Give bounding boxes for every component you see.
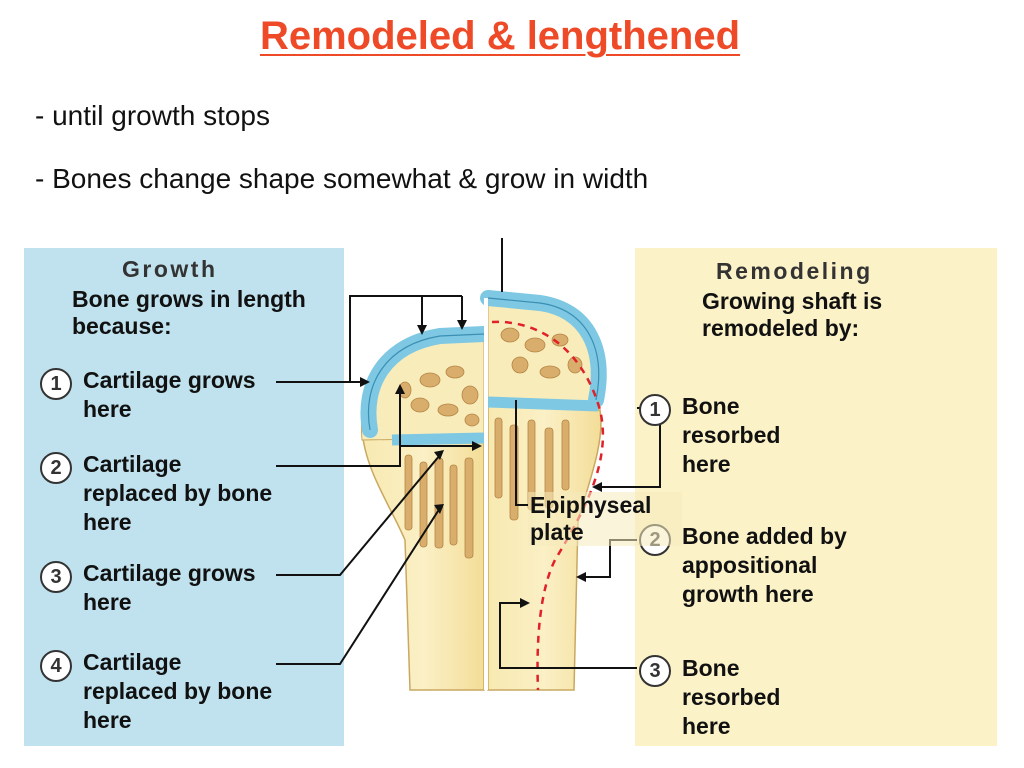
growth-arrows xyxy=(276,295,480,665)
remodeling-panel xyxy=(635,248,997,746)
growth-step-2-label: Cartilage replaced by bone here xyxy=(83,451,273,535)
epiphyseal-plate-label: Epiphyseal plate xyxy=(528,492,682,546)
right-spongy-bone xyxy=(494,327,583,521)
bullet-growth-stops: - until growth stops xyxy=(35,100,270,131)
growth-subheading: Bone grows in length because: xyxy=(72,286,306,339)
left-spongy-bone xyxy=(398,365,480,559)
growth-arrowheads xyxy=(360,320,482,514)
right-bone-shaft xyxy=(487,404,602,691)
resorption-boundary xyxy=(491,320,605,691)
remodeling-heading: Remodeling xyxy=(716,258,873,284)
growth-step-3-label: Cartilage grows here xyxy=(83,560,256,615)
growth-step-2-number: 2 xyxy=(40,452,72,484)
growth-step-3-number: 3 xyxy=(40,561,72,593)
right-epiphyseal-plate xyxy=(487,396,599,412)
growth-heading: Growth xyxy=(122,256,218,282)
remodeling-step-1-number: 1 xyxy=(639,394,671,426)
remodeling-arrowheads xyxy=(520,482,602,608)
remodeling-step-1-label: Bone resorbed here xyxy=(682,393,781,477)
slide-title: Remodeled & lengthened xyxy=(259,14,741,58)
growth-step-4-number: 4 xyxy=(40,650,72,682)
left-epiphyseal-plate xyxy=(391,432,485,446)
growth-step-1-number: 1 xyxy=(40,368,72,400)
remodeling-step-3-label: Bone resorbed here xyxy=(682,655,781,739)
remodeling-step-2-label: Bone added by appositional growth here xyxy=(682,523,847,607)
remodeling-step-3-number: 3 xyxy=(639,655,671,687)
bullet-shape-width: - Bones change shape somewhat & grow in … xyxy=(35,163,649,194)
growth-step-4-label: Cartilage replaced by bone here xyxy=(83,649,273,733)
growth-step-1-label: Cartilage grows here xyxy=(83,367,256,422)
remodeling-subheading: Growing shaft is remodeled by: xyxy=(702,288,883,341)
